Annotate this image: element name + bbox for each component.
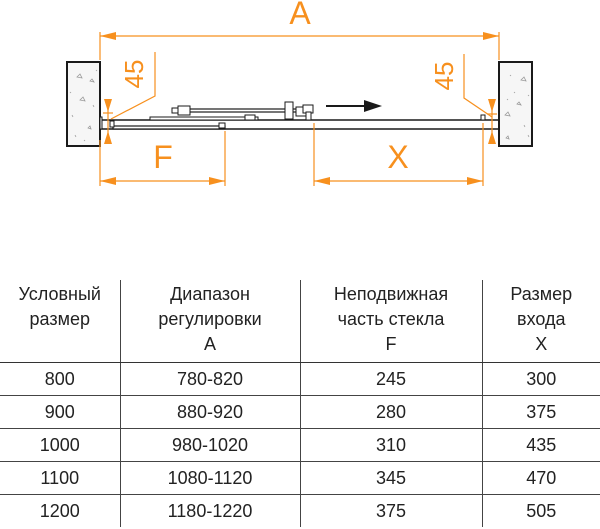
cell-entrance-size: 505 (481, 494, 600, 527)
cell-entrance-size: 300 (481, 362, 600, 396)
slide-direction-arrow-icon (326, 100, 382, 112)
left-wall (66, 61, 101, 147)
door-top-view-diagram: A F X 45 45 (66, 0, 533, 186)
cell-fixed-glass: 375 (299, 494, 482, 527)
cell-entrance-size: 470 (481, 461, 600, 495)
cell-fixed-glass: 280 (299, 395, 482, 429)
cell-nominal-size: 1200 (39, 501, 80, 521)
cell-nominal-size: 900 (0, 395, 120, 429)
table-header-row: Условный размер Диапазон регулировки A Н… (0, 280, 600, 363)
dimension-label-x: X (387, 139, 408, 175)
cell-nominal-size: 800 (0, 362, 120, 396)
cell-nominal-size: 1000 (0, 428, 120, 462)
cell-fixed-glass: 345 (299, 461, 482, 495)
header-fixed-glass: Неподвижная часть стекла F (299, 280, 482, 363)
cell-adjustment-range: 780-820 (119, 362, 300, 396)
dimension-label-f: F (153, 139, 173, 175)
cell-adjustment-range: 980-1020 (119, 428, 300, 462)
dimension-label-right-45: 45 (429, 62, 459, 91)
dimension-label-left-45: 45 (119, 60, 149, 89)
size-spec-table: Условный размер Диапазон регулировки A Н… (0, 280, 600, 527)
cell-entrance-size: 375 (481, 395, 600, 429)
cell-fixed-glass: 245 (299, 362, 482, 396)
door-profile (99, 101, 499, 130)
size-spec-table-container: Условный размер Диапазон регулировки A Н… (0, 280, 600, 527)
cell-fixed-glass: 310 (299, 428, 482, 462)
dimension-label-a: A (289, 0, 311, 31)
cell-adjustment-range: 1180-1220 (119, 494, 300, 527)
table-row: 900 880-920 280 375 (0, 395, 600, 429)
cell-adjustment-range: 1080-1120 (119, 461, 300, 495)
table-row: 1100 1080-1120 345 470 (0, 461, 600, 495)
table-row: 1200 1180-1220 375 505 (0, 494, 600, 527)
cell-nominal-size: 1100 (0, 461, 120, 495)
header-entrance-size: Размер входа X (481, 280, 600, 363)
header-nominal-size: Условный размер (0, 280, 120, 363)
table-row: 800 780-820 245 300 (0, 362, 600, 396)
cell-entrance-size: 435 (481, 428, 600, 462)
cell-adjustment-range: 880-920 (119, 395, 300, 429)
dimension-lines (99, 32, 500, 186)
header-adjustment-range: Диапазон регулировки A (119, 280, 300, 363)
table-row: 1000 980-1020 310 435 (0, 428, 600, 462)
right-wall (498, 61, 533, 147)
